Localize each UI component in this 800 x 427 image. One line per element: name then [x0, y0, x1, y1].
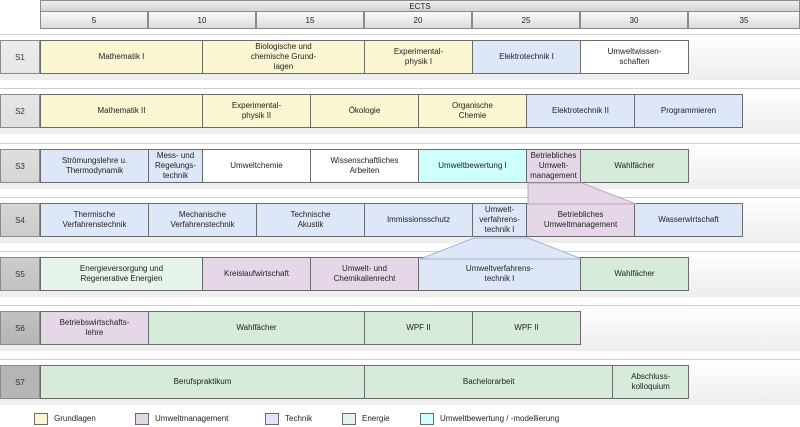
course-block: Umwelt- und Chemikalienrecht — [310, 257, 419, 291]
ects-tick-5: 5 — [40, 12, 148, 29]
course-block: Kreislaufwirtschaft — [202, 257, 311, 291]
course-block: Elektrotechnik I — [472, 40, 581, 74]
course-block: Wasserwirtschaft — [634, 203, 743, 237]
course-block: Umweltchemie — [202, 149, 311, 183]
ects-tick-20: 20 — [364, 12, 472, 29]
course-block: Programmieren — [634, 94, 743, 128]
course-block: Wissenschaftliches Arbeiten — [310, 149, 419, 183]
legend-label: Grundlagen — [54, 414, 96, 423]
course-block: Betriebswirtschafts- lehre — [40, 311, 149, 345]
course-block: Bachelorarbeit — [364, 365, 614, 399]
legend-swatch — [135, 413, 149, 425]
legend-swatch — [265, 413, 279, 425]
course-block: Immissionsschutz — [364, 203, 473, 237]
course-block: Umweltbewertung I — [418, 149, 527, 183]
connector-betriebliches-umweltmanagement — [527, 182, 637, 205]
course-block: Technische Akustik — [256, 203, 365, 237]
course-block: Mathematik I — [40, 40, 203, 74]
semester-label-s1: S1 — [0, 40, 40, 74]
semester-label-s4: S4 — [0, 203, 40, 237]
semester-label-s7: S7 — [0, 365, 40, 399]
legend-label: Energie — [362, 414, 390, 423]
course-block: Umwelt- verfahrens- technik I — [472, 203, 527, 237]
course-block: Ökologie — [310, 94, 419, 128]
course-block: Abschluss- kolloquium — [612, 365, 689, 399]
ects-tick-15: 15 — [256, 12, 364, 29]
course-block: Wahlfächer — [148, 311, 365, 345]
semester-label-s2: S2 — [0, 94, 40, 128]
ects-tick-30: 30 — [580, 12, 688, 29]
course-block: WPF II — [364, 311, 473, 345]
course-block: Berufspraktikum — [40, 365, 365, 399]
legend-label: Umweltmanagement — [155, 414, 229, 423]
course-block: Experimental- physik II — [202, 94, 311, 128]
legend-label: Umweltbewertung / -modellierung — [440, 414, 560, 423]
semester-label-s5: S5 — [0, 257, 40, 291]
course-block: Mess- und Regelungs- technik — [148, 149, 203, 183]
course-block: Mechanische Verfahrenstechnik — [148, 203, 257, 237]
legend-label: Technik — [285, 414, 313, 423]
course-block: WPF II — [472, 311, 581, 345]
semester-label-s6: S6 — [0, 311, 40, 345]
course-block: Energieversorgung und Regenerative Energ… — [40, 257, 203, 291]
course-block: Organische Chemie — [418, 94, 527, 128]
legend-swatch — [342, 413, 356, 425]
ects-tick-25: 25 — [472, 12, 580, 29]
course-block: Umweltwissen- schaften — [580, 40, 689, 74]
legend-swatch — [420, 413, 434, 425]
course-block: Biologische und chemische Grund- lagen — [202, 40, 365, 74]
course-block: Wahlfächer — [580, 149, 689, 183]
legend-swatch — [34, 413, 48, 425]
course-block: Strömungslehre u. Thermodynamik — [40, 149, 149, 183]
course-block: Wahlfächer — [580, 257, 689, 291]
ects-tick-10: 10 — [148, 12, 256, 29]
course-block: Experimental- physik I — [364, 40, 473, 74]
course-block: Mathematik II — [40, 94, 203, 128]
course-block: Elektrotechnik II — [526, 94, 635, 128]
connector-umweltverfahrenstechnik — [419, 237, 583, 260]
semester-label-s3: S3 — [0, 149, 40, 183]
